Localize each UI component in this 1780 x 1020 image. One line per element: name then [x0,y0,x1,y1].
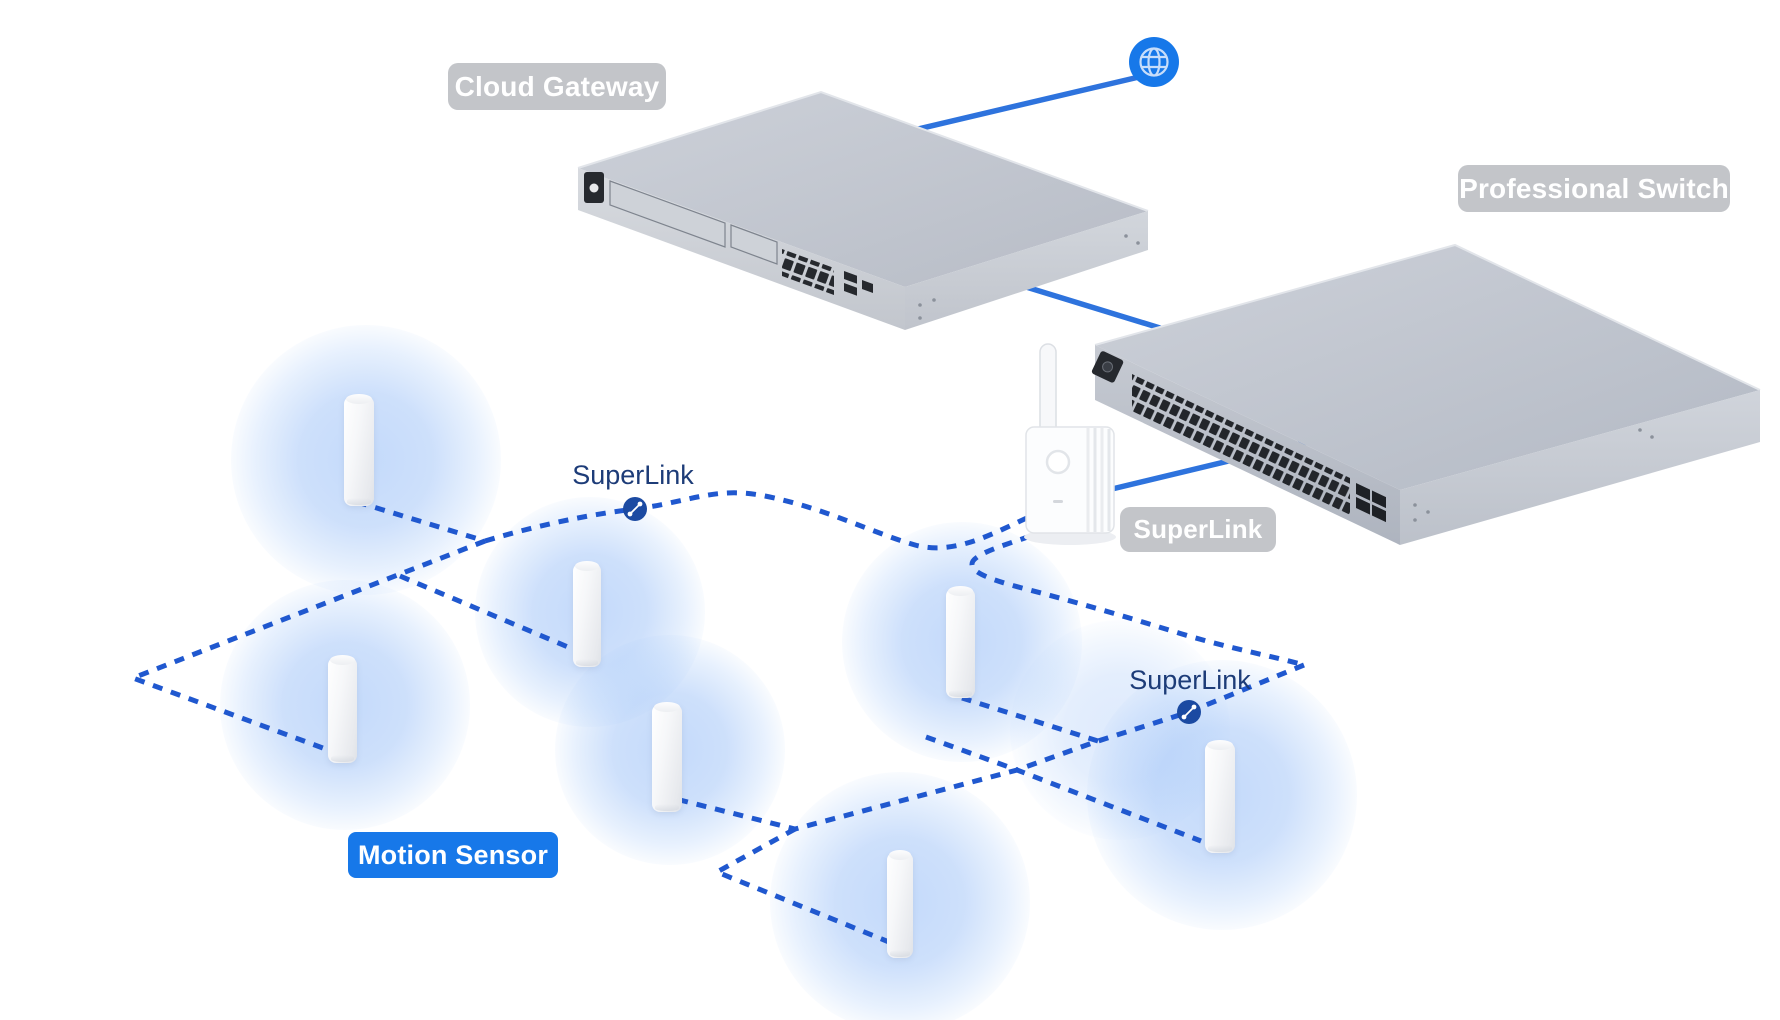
switch-ports [1132,374,1350,515]
professional-switch-device [1091,243,1761,545]
mesh-line [925,734,1202,844]
motion-sensor-device [328,655,357,763]
superlink-badge-right [1177,700,1201,724]
superlink-link-label-right: SuperLink [1129,665,1251,695]
superlink-antenna-device [1024,343,1116,545]
mesh-line [667,662,1305,832]
mesh-line [125,538,486,754]
superlink-device-label-text: SuperLink [1133,514,1263,544]
internet-link-line [894,74,1142,137]
motion-sensor-device [946,586,975,698]
professional-switch-label-text: Professional Switch [1459,172,1729,204]
gateway-ports [782,249,834,295]
motion-sensor-label: Motion Sensor [348,832,558,878]
motion-sensor-device [887,850,913,958]
motion-sensor-device [1205,740,1235,853]
motion-sensor-device [344,394,374,506]
mesh-line [356,499,486,544]
mesh-line [961,695,1099,744]
cloud-gateway-label: Cloud Gateway [448,63,666,110]
internet-globe-icon [1129,37,1179,87]
sensor-glow [1010,620,1230,840]
motion-sensor-device [573,561,601,667]
superlink-mesh [125,490,1305,945]
device-logo [1045,449,1071,475]
professional-switch-label: Professional Switch [1458,165,1730,212]
superlink-device-label: SuperLink [1120,507,1276,552]
superlink-badge-left [623,497,647,521]
cloud-gateway-label-text: Cloud Gateway [454,70,660,102]
mesh-line [711,826,890,945]
mesh-line [399,573,576,653]
superlink-link-label-left: SuperLink [572,460,694,490]
motion-sensor-device [652,702,682,812]
antenna [1039,343,1057,437]
mesh-line [484,490,1037,551]
cloud-gateway-device [577,90,1149,330]
motion-sensor-label-text: Motion Sensor [357,839,549,870]
